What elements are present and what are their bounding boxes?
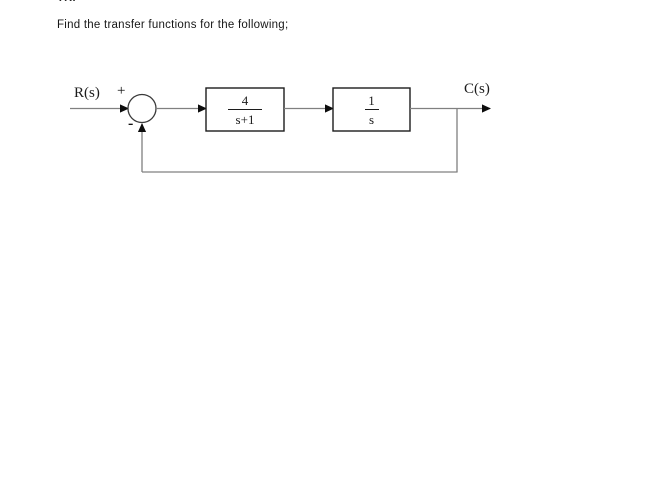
block-forward-1-denominator: s+1 <box>235 111 255 127</box>
summing-junction-minus-sign: - <box>128 115 134 132</box>
fraction-bar-icon <box>228 108 262 110</box>
block-forward-2-numerator: 1 <box>368 92 375 108</box>
page-title: Find the transfer functions for the foll… <box>57 19 289 31</box>
block-forward-1-label: 4 s+1 <box>207 89 283 130</box>
block-forward-2-rect <box>332 87 411 132</box>
output-signal-label: C(s) <box>464 81 490 97</box>
input-signal-label: R(s) <box>74 85 100 101</box>
block-forward-2-denominator: s <box>368 111 375 127</box>
fraction-bar-icon <box>364 108 379 110</box>
block-forward-2-label: 1 s <box>334 89 409 130</box>
block-forward-1-rect <box>205 87 285 132</box>
summing-junction-plus-sign: + <box>117 83 126 99</box>
block-forward-1-numerator: 4 <box>241 92 249 108</box>
heading-partial: TRF <box>57 0 80 4</box>
